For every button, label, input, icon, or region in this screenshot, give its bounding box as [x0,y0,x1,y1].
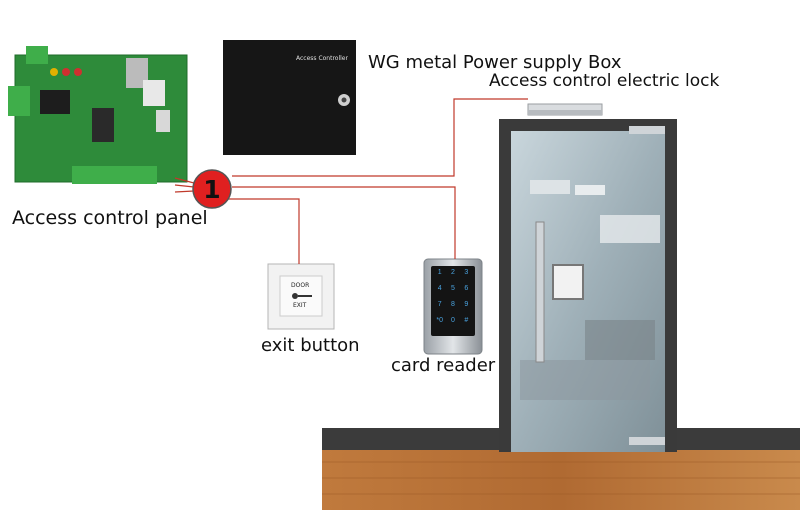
keypad-key: 3 [464,269,469,276]
keypad-key: *0 [436,317,443,324]
keypad-key: 1 [437,269,442,276]
keypad-key: 7 [437,301,442,308]
access-control-panel [8,46,188,184]
panel-label: Access control panel [12,207,208,229]
keypad-key: 4 [437,285,442,292]
keypad-key: 5 [451,285,455,292]
card-reader-device [423,258,483,355]
keypad-key: # [464,317,469,324]
keypad-key: 6 [464,285,469,292]
exit-door-text: DOOR [291,282,310,289]
wiring [174,98,528,264]
lock-label: Access control electric lock [489,71,720,91]
door [499,119,677,452]
hub-number: 1 [203,175,221,204]
floor-area [322,428,800,510]
exit-button-device [267,263,335,330]
keypad-key: 0 [451,317,455,324]
exit-exit-text: EXIT [293,302,307,309]
hub-marker [192,169,232,209]
card-reader-label: card reader [391,355,496,376]
exit-button-label: exit button [261,335,360,356]
power-box-brand-text: Access Controller [296,55,348,62]
power-supply-box [223,40,356,155]
keypad-key: 9 [464,301,469,308]
electric-lock [527,103,603,116]
power-box-label: WG metal Power supply Box [368,52,622,73]
keypad-key: 8 [451,301,455,308]
keypad: 1 2 3 4 5 6 7 8 9 *0 0 # [433,269,473,333]
keypad-key: 2 [451,269,455,276]
